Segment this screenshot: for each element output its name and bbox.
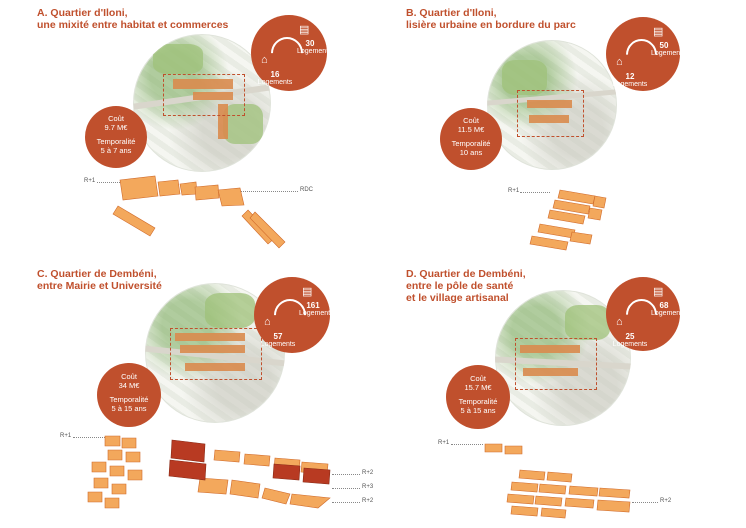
- panel-b-cost-badge: Coût 11.5 M€ Temporalité 10 ans: [440, 108, 502, 170]
- panel-b-site-plan: [487, 40, 617, 170]
- panel-d-logements-badge: ▤ 68 Logements ⌂ 25 Logements: [606, 277, 686, 351]
- panel-a-logements-badge: ▤ 30 Logements ⌂ 16 Logements: [251, 15, 332, 91]
- panel-a-title: A. Quartier d'Iloni, une mixité entre ha…: [37, 7, 229, 31]
- level-label: R+2: [362, 470, 374, 476]
- block-volumes: [112, 175, 286, 249]
- panel-a-cost-badge: Coût 9.7 M€ Temporalité 5 à 7 ans: [85, 106, 147, 168]
- level-label: R+1: [60, 433, 72, 439]
- level-label: R+1: [84, 178, 96, 184]
- panel-c-logements-badge: ▤ 161 Logements ⌂ 57 Logements: [254, 277, 334, 353]
- building-icon: ▤: [653, 26, 664, 38]
- level-label: R+1: [438, 440, 450, 446]
- panel-c-cost-badge: Coût 34 M€ Temporalité 5 à 15 ans: [97, 363, 161, 427]
- level-label: R+3: [362, 484, 374, 490]
- house-icon: ⌂: [264, 316, 271, 328]
- block-volumes-high: [168, 439, 331, 485]
- building-icon: ▤: [299, 24, 310, 36]
- house-icon: ⌂: [616, 56, 623, 68]
- panel-c-title: C. Quartier de Dembéni, entre Mairie et …: [37, 268, 162, 292]
- block-volumes: [529, 189, 607, 251]
- level-label: RDC: [300, 187, 313, 193]
- panel-d-title: D. Quartier de Dembéni, entre le pôle de…: [406, 268, 526, 304]
- panel-d-cost-badge: Coût 15.7 M€ Temporalité 5 à 15 ans: [446, 365, 510, 429]
- panel-c-site-plan: [145, 283, 285, 423]
- level-label: R+2: [660, 498, 672, 504]
- panel-b-logements-badge: ▤ 50 Logements ⌂ 12 Logements: [606, 17, 686, 91]
- block-volumes: [484, 443, 631, 519]
- house-icon: ⌂: [261, 54, 268, 66]
- house-icon: ⌂: [616, 316, 623, 328]
- level-label: R+2: [362, 498, 374, 504]
- panel-a-site-plan: [133, 34, 271, 172]
- building-icon: ▤: [653, 286, 664, 298]
- level-label: R+1: [508, 188, 520, 194]
- block-volumes: [87, 435, 331, 509]
- building-icon: ▤: [302, 286, 313, 298]
- panel-b-title: B. Quartier d'Iloni, lisière urbaine en …: [406, 7, 576, 31]
